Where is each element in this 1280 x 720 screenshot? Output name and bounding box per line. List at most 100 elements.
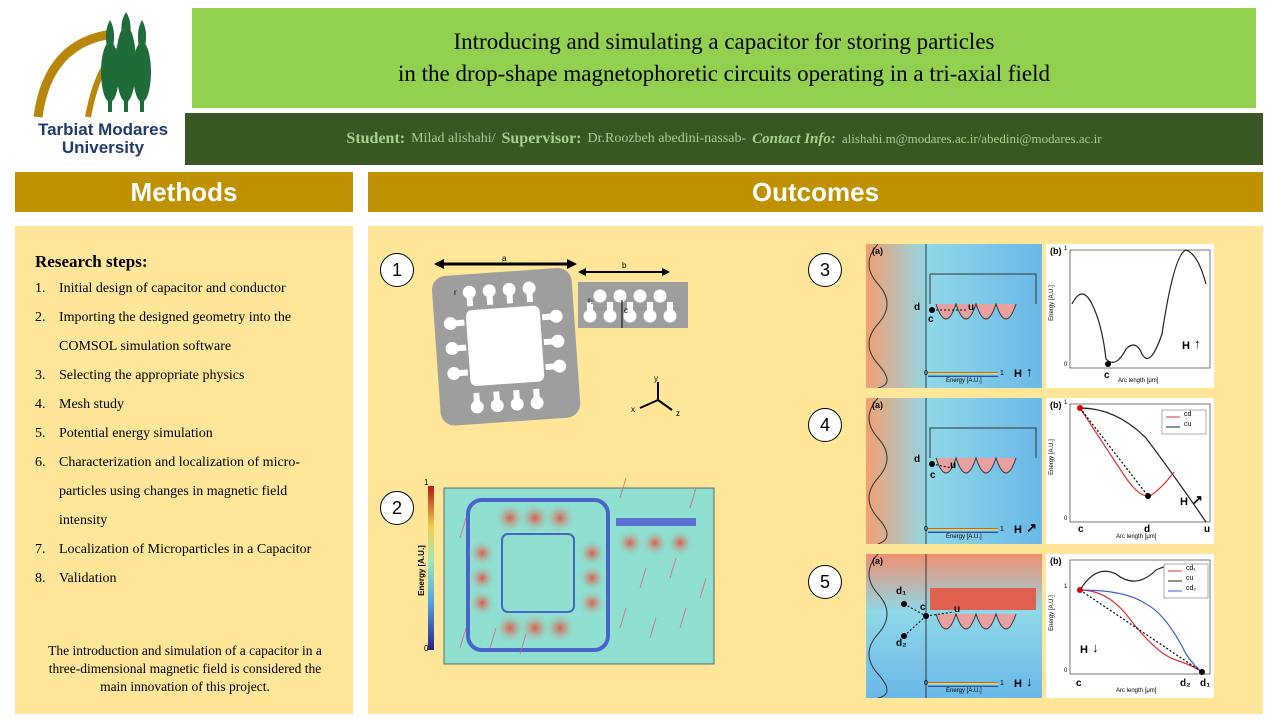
author-info-bar: Student: Milad alishahi/ Supervisor: Dr.…: [185, 113, 1263, 165]
fig5-point-d1: d₁: [896, 586, 907, 597]
fig3-point-u: u: [968, 302, 975, 313]
research-step-number: 5.: [35, 426, 46, 441]
field-down-arrow-icon: ↓: [1092, 640, 1099, 655]
fig5-cb-max: 1: [1000, 680, 1004, 687]
fig4-point-u: u: [950, 460, 957, 471]
research-step-number: 6.: [35, 455, 46, 470]
fig5-xlabel: Arc length [μm]: [1116, 688, 1157, 694]
fig3-xlabel: Arc length [μm]: [1118, 378, 1159, 384]
student-label: Student:: [346, 130, 406, 147]
fig5-xd2: d₂: [1180, 678, 1191, 689]
fig5-cb-min: 0: [924, 680, 928, 687]
research-step: 8. Validation: [35, 564, 335, 593]
research-step-text: Validation: [59, 571, 117, 586]
fig5-point-c: c: [920, 602, 926, 613]
student-name: Milad alishahi/: [411, 131, 496, 146]
fig4-field-label-b: H: [1180, 496, 1188, 508]
fig1-label-r: r: [454, 288, 457, 297]
fig4-cb-min: 0: [924, 526, 928, 533]
fig4-panel-b-label: (b): [1050, 400, 1062, 410]
field-up-arrow-icon: ↑: [1194, 336, 1201, 351]
university-logo: Tarbiat Modares University: [28, 12, 178, 162]
fig5-colorbar-label: Energy [A.U.]: [946, 688, 982, 694]
energy-field-plot: [428, 477, 715, 665]
research-step: 6. Characterization and localization of m…: [35, 448, 335, 535]
research-step-text: Mesh study: [59, 397, 124, 412]
figure-4-panel-a: (a) d c u 0 Energy [A.U.] 1 H ↗: [866, 398, 1042, 544]
fig4-field-label: H: [1014, 524, 1022, 536]
research-step: 7.Localization of Microparticles in a Ca…: [35, 535, 335, 564]
fig1-axis-x: x: [631, 405, 635, 414]
steps-list: 1.Initial design of capacitor and conduc…: [35, 274, 335, 593]
logo-text-line2: University: [61, 138, 145, 157]
fig5-y0: 0: [1064, 668, 1068, 674]
fig5-panel-b-label: (b): [1050, 556, 1062, 566]
fig2-scale-label: Energy [A.U.]: [416, 545, 426, 596]
innovation-note: The introduction and simulation of a cap…: [48, 643, 322, 694]
fig4-colorbar-label: Energy [A.U.]: [946, 534, 982, 540]
fig1-axis-z: z: [676, 409, 680, 418]
research-step-number: 2.: [35, 310, 46, 325]
fig3-field-label-b: H: [1182, 340, 1190, 352]
outcomes-heading: Outcomes: [368, 172, 1263, 212]
fig3-field-label: H: [1014, 368, 1022, 380]
figure-2-energy-simulation: 1 0 Energy [A.U.]: [416, 477, 720, 668]
fig4-xlabel: Arc length [μm]: [1116, 534, 1157, 540]
fig5-xc: c: [1076, 678, 1082, 689]
fig3-panel-a-label: (a): [872, 246, 883, 256]
fig4-y0: 0: [1064, 516, 1068, 522]
contact-value: alishahi.m@modares.ac.ir/abedini@modares…: [841, 131, 1102, 146]
fig2-scale-max: 1: [424, 478, 429, 487]
fig3-point-c: c: [928, 314, 934, 325]
fig3-panel-b-label: (b): [1050, 246, 1062, 256]
fig1-label-a: a: [502, 254, 507, 263]
figure-3-panel-a: (a) d c u 0 Energy [A.U.] 1 H ↑: [866, 244, 1042, 388]
research-step-text: Importing the designed geometry into the…: [59, 310, 292, 354]
figure-number-4: 4: [808, 408, 842, 442]
research-step-text: Localization of Microparticles in a Capa…: [59, 542, 312, 557]
field-diagonal-arrow-icon: ↗: [1192, 492, 1203, 507]
research-step-number: 8.: [35, 571, 46, 586]
logo-text-line1: Tarbiat Modares: [37, 120, 169, 139]
research-step: 1.Initial design of capacitor and conduc…: [35, 274, 335, 303]
figure-1-geometry: a b r r₁ c y x z: [428, 250, 708, 430]
figure-4-panel-b: (b) 1 0 Energy [A.U.] cd cu c d u Arc le…: [1046, 398, 1214, 544]
figure-number-5: 5: [808, 565, 842, 599]
fig5-point-u: u: [954, 604, 961, 615]
fig4-xd: d: [1144, 524, 1151, 535]
research-step: 3. Selecting the appropriate physics: [35, 361, 335, 390]
fig4-y1: 1: [1064, 400, 1068, 406]
logo-emblem-icon: [33, 12, 151, 118]
methods-panel: Research steps: 1.Initial design of capa…: [15, 226, 353, 714]
fig4-xc: c: [1078, 524, 1084, 535]
fig5-legend-cu: cu: [1186, 575, 1194, 582]
field-diagonal-arrow-icon: ↗: [1026, 520, 1037, 535]
fig3-colorbar-label: Energy [A.U.]: [946, 378, 982, 384]
title-line1: Introducing and simulating a capacitor f…: [453, 29, 995, 54]
fig4-xu: u: [1204, 524, 1211, 535]
fig1-label-r1: r₁: [588, 296, 594, 305]
fig5-field-label-b: H: [1080, 644, 1088, 656]
fig1-label-c: c: [624, 306, 628, 315]
fig4-legend-cd: cd: [1184, 411, 1192, 418]
fig5-panel-a-label: (a): [872, 556, 883, 566]
figure-number-2: 2: [380, 491, 414, 525]
fig3-cb-max: 1: [1000, 370, 1004, 377]
fig5-point-d2: d₂: [896, 638, 907, 649]
fig3-point-d: d: [914, 302, 921, 313]
research-step: 4.Mesh study: [35, 390, 335, 419]
steps-title: Research steps:: [35, 252, 148, 271]
research-step-number: 3.: [35, 368, 46, 383]
fig5-y1: 1: [1064, 584, 1068, 590]
fig4-panel-a-label: (a): [872, 400, 883, 410]
fig5-xd1: d₁: [1200, 678, 1211, 689]
supervisor-name: Dr.Roozbeh abedini-nassab-: [587, 131, 747, 146]
fig4-point-d: d: [914, 454, 921, 465]
fig3-xc: c: [1104, 370, 1110, 381]
research-step: 2. Importing the designed geometry into t…: [35, 303, 335, 361]
research-step-text: Selecting the appropriate physics: [59, 368, 245, 383]
figure-3-panel-b: (b) 1 0 Energy [A.U.] c Arc length [μm] …: [1046, 244, 1214, 388]
research-step-text: Characterization and localization of mic…: [59, 455, 301, 528]
figure-5-panel-b: (b) 1 0 Energy [A.U.] cd₁ cu cd₂ c d₂ d₁…: [1046, 554, 1214, 698]
methods-heading: Methods: [15, 172, 353, 212]
